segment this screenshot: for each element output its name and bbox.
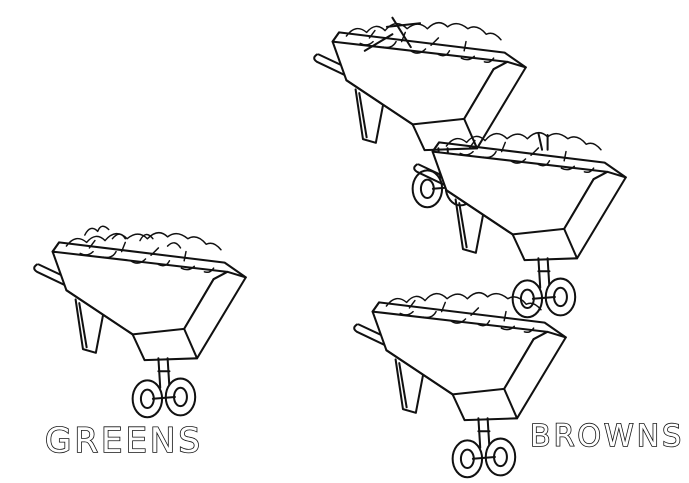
browns-label: BROWNS bbox=[530, 419, 684, 454]
greens-wheelbarrow bbox=[34, 226, 246, 417]
greens-label: GREENS bbox=[45, 421, 203, 461]
browns-wheelbarrow-2 bbox=[414, 133, 626, 318]
